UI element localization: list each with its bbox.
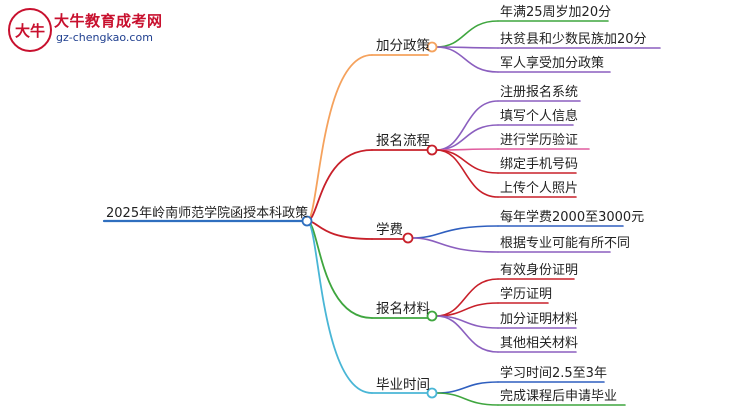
leaf-bonus-military: 军人享受加分政策 <box>500 56 605 71</box>
branch-registration-materials: 报名材料 <box>376 301 430 317</box>
branch-connector <box>306 220 373 394</box>
logo-badge-icon: 大牛 <box>8 8 52 52</box>
leaf-bind-phone: 绑定手机号码 <box>500 157 579 172</box>
leaf-id-proof: 有效身份证明 <box>500 263 579 278</box>
logo-title: 大牛教育成考网 <box>54 12 163 30</box>
site-logo[interactable]: 大牛 大牛教育成考网 gz-chengkao.com <box>8 6 168 52</box>
leaf-connector <box>435 381 499 394</box>
leaf-tuition-amount: 每年学费2000至3000元 <box>500 210 645 225</box>
leaf-tuition-varies: 根据专业可能有所不同 <box>500 236 631 251</box>
branch-connector <box>306 54 373 222</box>
leaf-bonus-poverty-minority: 扶贫县和少数民族加20分 <box>500 32 647 47</box>
leaf-register-system: 注册报名系统 <box>500 85 579 100</box>
logo-url: gz-chengkao.com <box>56 31 153 44</box>
branch-graduation-time: 毕业时间 <box>376 377 430 393</box>
leaf-connector <box>435 20 499 48</box>
branch-junction-dot <box>426 41 438 53</box>
root-topic: 2025年岭南师范学院函授本科政策 <box>106 206 309 221</box>
leaf-connector <box>435 149 499 174</box>
leaf-other-materials: 其他相关材料 <box>500 336 579 351</box>
leaf-apply-graduation: 完成课程后申请毕业 <box>500 389 618 404</box>
branch-tuition: 学费 <box>376 222 403 238</box>
leaf-study-duration: 学习时间2.5至3年 <box>500 366 607 381</box>
leaf-fill-info: 填写个人信息 <box>500 109 579 124</box>
leaf-bonus-proof: 加分证明材料 <box>500 312 579 327</box>
leaf-connector <box>411 225 499 239</box>
branch-bonus-policy: 加分政策 <box>376 38 430 54</box>
branch-junction-dot <box>402 232 414 244</box>
branch-connector <box>306 220 373 240</box>
leaf-education-proof: 学历证明 <box>500 287 553 302</box>
leaf-bonus-age: 年满25周岁加20分 <box>500 5 612 20</box>
leaf-connector <box>435 392 499 406</box>
leaf-connector <box>435 149 499 198</box>
branch-junction-dot <box>426 310 438 322</box>
leaf-connector <box>435 124 499 151</box>
branch-junction-dot <box>426 144 438 156</box>
branch-registration-process: 报名流程 <box>376 133 430 149</box>
leaf-connector <box>435 278 499 317</box>
leaf-connector <box>435 315 499 353</box>
branch-junction-dot <box>426 387 438 399</box>
leaf-upload-photo: 上传个人照片 <box>500 181 579 196</box>
root-junction-dot <box>301 215 313 227</box>
leaf-connector <box>411 237 499 253</box>
leaf-verify-education: 进行学历验证 <box>500 133 579 148</box>
leaf-connector <box>435 46 499 73</box>
leaf-connector <box>435 100 499 151</box>
